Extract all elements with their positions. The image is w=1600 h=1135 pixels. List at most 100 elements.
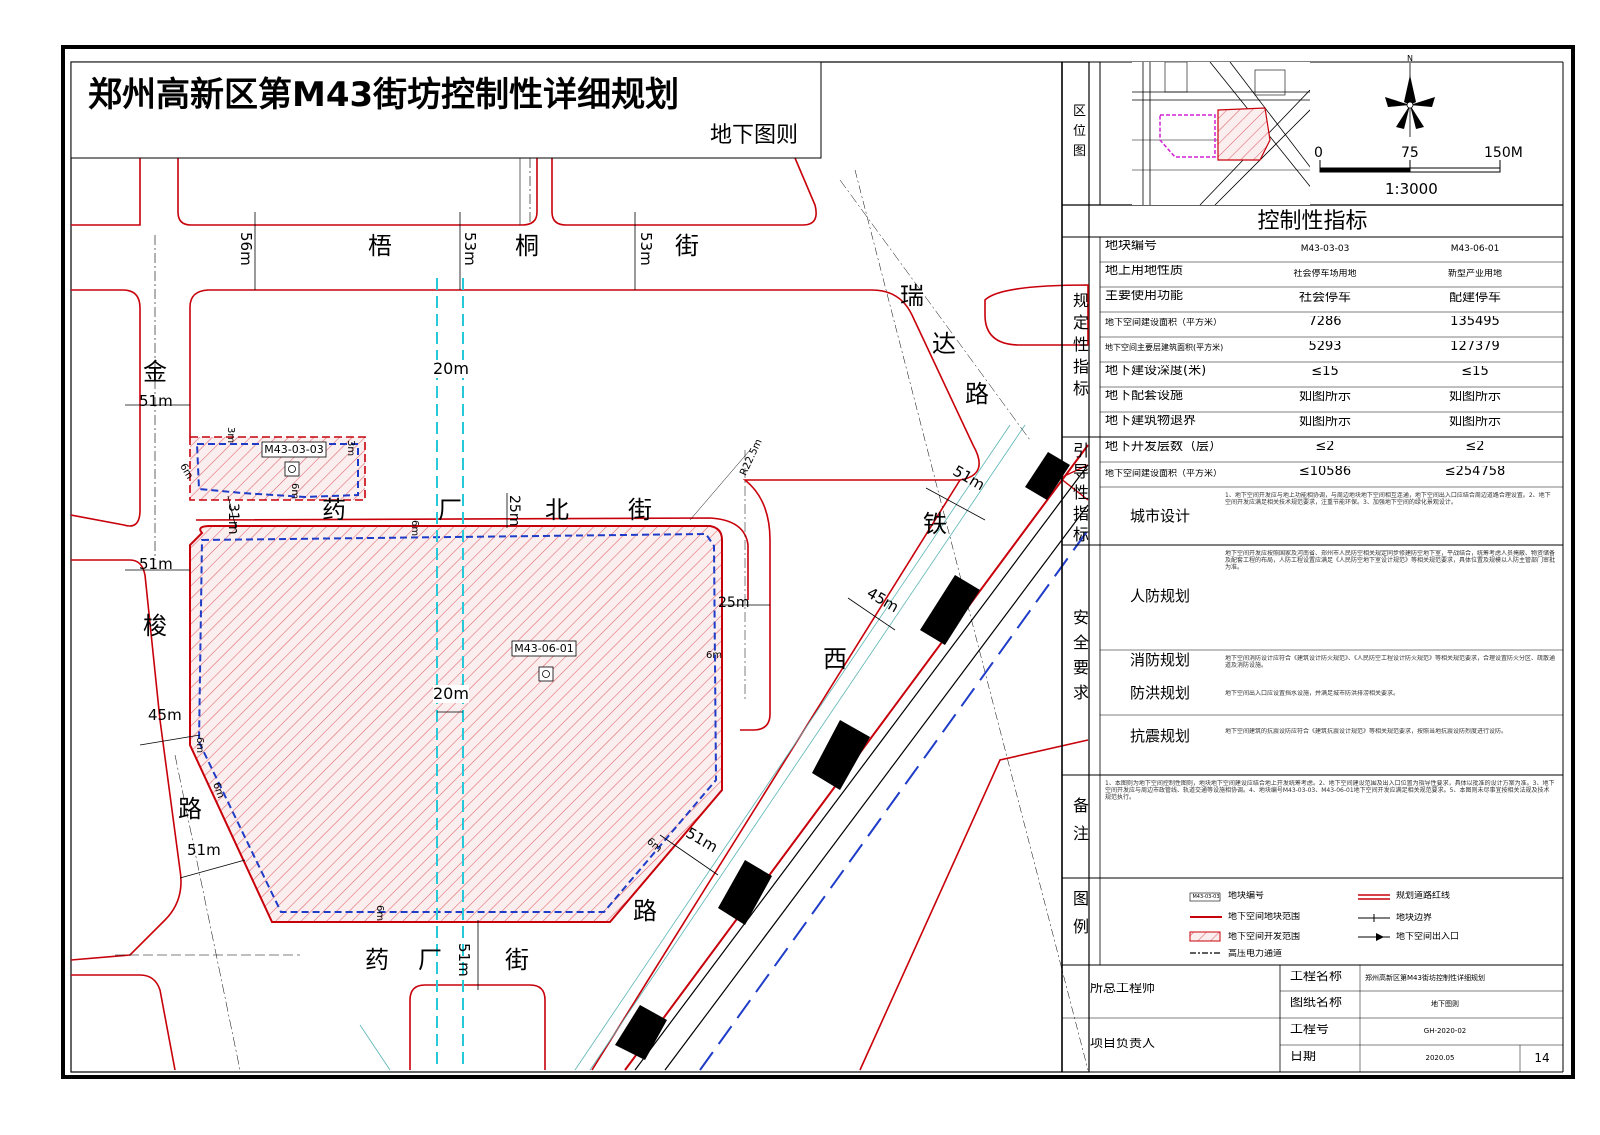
dim-53b: 53m <box>638 232 654 266</box>
road-yaochangbei-1: 药 <box>322 496 346 524</box>
road-yaochangbei-3: 北 <box>545 496 569 524</box>
project-no: GH-2020-02 <box>1423 1027 1467 1035</box>
date-value: 2020.05 <box>1425 1054 1455 1062</box>
svg-text:N: N <box>1407 54 1413 63</box>
scale-tick-75: 75 <box>1401 145 1419 161</box>
flood-text: 地下空间出入口应设置挡水设施，并满足城市防洪排涝相关要求。 <box>1225 690 1400 697</box>
road-yaochangbei-2: 厂 <box>438 496 462 524</box>
road-yaochang-2: 厂 <box>418 946 442 974</box>
row-label-4: 地下空间主要层建筑面积(平方米) <box>1105 343 1224 352</box>
row-b-6: 如图所示 <box>1448 391 1501 403</box>
row-a-7: 如图所示 <box>1298 416 1351 428</box>
legend-parcel-boundary: 地块边界 <box>1396 913 1433 923</box>
legend-parcel-code: 地块编号 <box>1228 891 1265 901</box>
row-label-1: 地上用地性质 <box>1105 265 1184 277</box>
north-arrow-icon: N <box>1385 54 1435 137</box>
row-label-6: 地下配套设施 <box>1105 390 1184 402</box>
road-yaochang-3: 街 <box>505 946 529 974</box>
scale-tick-150: 150M <box>1484 145 1523 161</box>
road-wutong-2: 桐 <box>515 232 539 260</box>
guide-b-1: ≤254758 <box>1444 466 1506 478</box>
flood-label: 防洪规划 <box>1130 685 1191 702</box>
row-label-0: 地块编号 <box>1105 240 1158 252</box>
dim-25b: 25m <box>718 596 750 611</box>
row-a-5: ≤15 <box>1311 366 1339 378</box>
row-label-3: 地下空间建设面积（平方米） <box>1105 318 1223 328</box>
road-ruida-3: 路 <box>965 380 989 408</box>
outer-frame <box>61 45 1575 1079</box>
project-no-label: 工程号 <box>1290 1024 1330 1036</box>
page-subtitle: 地下图则 <box>710 123 799 148</box>
legend-icons <box>1189 892 1390 954</box>
dim-31: 31m <box>225 503 240 535</box>
dim-53a: 53m <box>462 232 478 266</box>
location-label-2: 位 <box>1073 124 1087 139</box>
dim-25a: 25m <box>506 495 521 527</box>
dim-6b: 6m <box>289 483 300 500</box>
row-a-1: 社会停车场用地 <box>1293 269 1357 279</box>
row-label-7: 地下建筑物退界 <box>1105 415 1197 427</box>
location-label-3: 图 <box>1073 144 1087 159</box>
seismic-label: 抗震规划 <box>1130 728 1191 745</box>
dim-6g: 6m <box>374 905 385 922</box>
legend-power: 高压电力通道 <box>1228 949 1283 959</box>
guide-label-1: 地下空间建设面积（平方米） <box>1105 469 1223 479</box>
project-name-label: 工程名称 <box>1290 971 1343 983</box>
date-label: 日期 <box>1290 1051 1317 1063</box>
project-name: 郑州高新区第M43街坊控制性详细规划 <box>1365 974 1485 982</box>
dim-51f: 51m <box>456 943 472 977</box>
section-guiding: 引导性指标 <box>1072 441 1089 544</box>
indicator-table-grid <box>1062 236 1563 1072</box>
fire-text: 地下空间消防设计应符合《建筑设计防火规范》、《人民防空工程设计防火规范》等相关规… <box>1225 655 1555 669</box>
section-regulatory: 规定性指标 <box>1072 291 1089 398</box>
dim-45a: 45m <box>148 707 182 723</box>
road-ruida-1: 瑞 <box>900 282 924 310</box>
rail-blocks <box>615 452 1070 1060</box>
scale-bar <box>1319 160 1501 173</box>
row-b-4: 127379 <box>1450 341 1500 353</box>
dim-3a: 3m <box>225 427 236 444</box>
parcel-code-large: M43-06-01 <box>514 642 574 655</box>
road-yaochang-1: 药 <box>365 946 389 974</box>
road-jinsuo-1: 金 <box>143 358 167 386</box>
drawing-name: 地下图则 <box>1431 1000 1459 1008</box>
row-b-5: ≤15 <box>1461 366 1489 378</box>
legend-dev-range: 地下空间开发范围 <box>1228 932 1301 942</box>
dim-51c: 51m <box>187 842 221 858</box>
row-a-2: 社会停车 <box>1298 292 1351 304</box>
guide-a-0: ≤2 <box>1315 441 1335 453</box>
guide-a-1: ≤10586 <box>1298 466 1352 478</box>
road-tiexi-2: 西 <box>823 645 847 673</box>
road-tiexi-1: 铁 <box>923 510 947 538</box>
scale-ratio: 1:3000 <box>1385 180 1438 198</box>
dimension-ticks <box>125 212 986 990</box>
urban-design-text: 1、地下空间开发应与地上功能相协调，与周边地块地下空间相互连通，地下空间出入口应… <box>1225 492 1551 506</box>
dim-3b: 3m <box>345 440 356 457</box>
map-area <box>71 157 1089 1071</box>
indicators-heading: 控制性指标 <box>1257 209 1368 234</box>
seismic-text: 地下空间建筑的抗震设防应符合《建筑抗震设计规范》等相关规范要求，按照当地抗震设防… <box>1225 728 1508 735</box>
road-yaochangbei-4: 街 <box>628 496 652 524</box>
road-jinsuo-2: 梭 <box>143 612 167 640</box>
row-label-5: 地下建设深度(米) <box>1105 365 1207 377</box>
guide-b-0: ≤2 <box>1465 441 1485 453</box>
dim-51b: 51m <box>139 556 173 572</box>
row-label-2: 主要使用功能 <box>1105 290 1184 302</box>
dim-6e: 6m <box>194 737 205 754</box>
road-wutong-1: 梧 <box>368 232 392 260</box>
remarks-text: 1、本图则为地下空间控制性图则，地块地下空间建设应结合地上开发统筹考虑。2、地下… <box>1105 780 1555 801</box>
road-wutong-3: 街 <box>675 232 699 260</box>
row-b-7: 如图所示 <box>1448 416 1501 428</box>
row-a-0: M43-03-03 <box>1300 244 1350 254</box>
road-ruida-2: 达 <box>932 330 956 358</box>
location-map <box>1132 62 1310 205</box>
road-jinsuo-3: 路 <box>178 795 202 823</box>
section-safety: 安全要求 <box>1072 608 1089 702</box>
section-remarks: 备注 <box>1072 796 1089 843</box>
parcel-large-hatch <box>189 525 723 923</box>
road-tiexi-3: 路 <box>633 897 657 925</box>
row-a-3: 7286 <box>1308 316 1342 328</box>
guide-label-0: 地下开发层数（层） <box>1105 441 1223 453</box>
